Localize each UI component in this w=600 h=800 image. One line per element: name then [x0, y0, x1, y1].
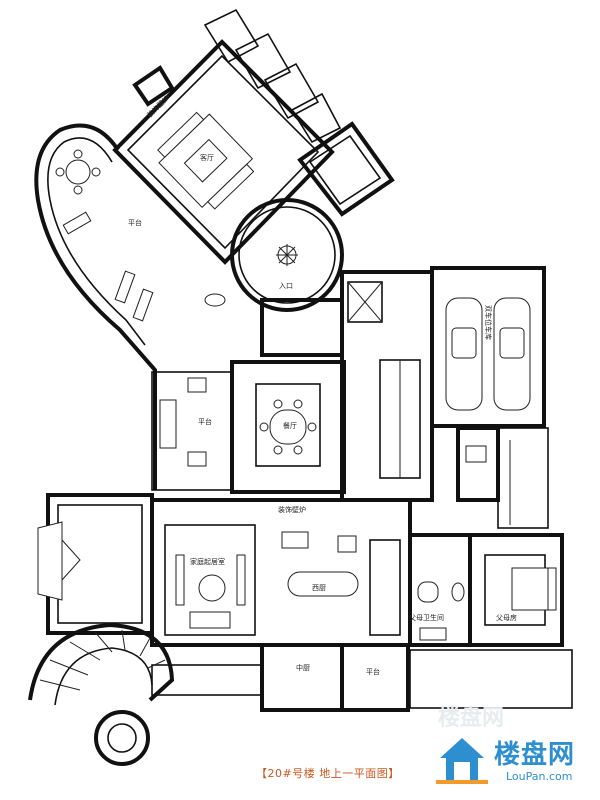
house-logo-icon: [436, 738, 488, 784]
garage-cars: [445, 297, 531, 411]
living-label: 客厅: [200, 153, 214, 162]
terrace-left-label: 平台: [128, 218, 142, 227]
entrance-label: 入口: [279, 282, 293, 290]
stairs: [379, 359, 421, 479]
dining-label: 餐厅: [283, 421, 297, 430]
entrance-rotunda: 入口: [230, 198, 344, 312]
main-body: 双车位车库 平台 餐厅 装饰壁炉 家庭起居室: [150, 266, 573, 712]
loupan-logo: 楼盘网 LouPan.com: [432, 730, 592, 792]
parents-room-label: 父母房: [496, 613, 517, 622]
logo-url: LouPan.com: [506, 770, 573, 783]
plan-caption: 【20#号楼 地上一平面图】: [256, 767, 400, 780]
watermark-text: 楼盘网: [438, 706, 505, 731]
parents-bath-label: 父母卫生间: [409, 613, 444, 622]
left-bay: [37, 493, 154, 635]
living-wing: [112, 8, 395, 265]
garage-label: 双车位车库: [484, 305, 493, 340]
dining-table: [259, 399, 317, 455]
fireplace-mid-label: 装饰壁炉: [278, 505, 306, 514]
chinese-kitchen-label: 中厨: [296, 663, 310, 672]
logo-brand: 楼盘网: [494, 740, 576, 770]
terrace-mid-label: 平台: [198, 417, 212, 426]
terrace-bottom-label: 平台: [366, 667, 380, 676]
spiral-stair: [28, 622, 175, 766]
kitchen-label: 西厨: [312, 584, 326, 592]
family-room-label: 家庭起居室: [190, 557, 225, 566]
left-terrace: 平台: [34, 123, 226, 490]
